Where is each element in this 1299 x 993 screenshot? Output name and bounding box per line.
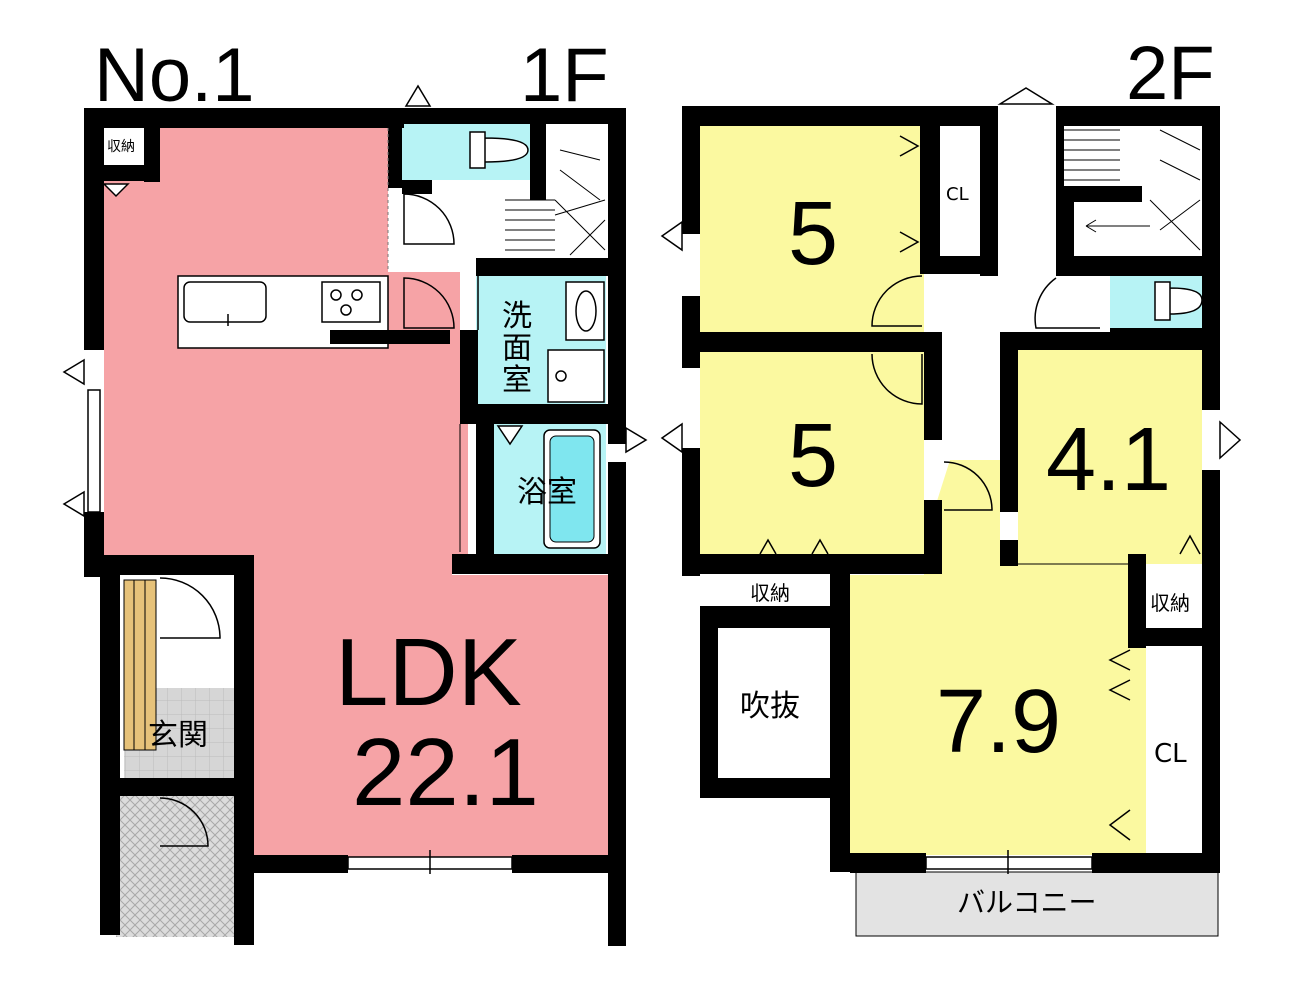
room-a-size: 5 — [788, 184, 838, 284]
room-d-size: 7.9 — [936, 672, 1061, 772]
floor-2: 2F 5 5 4.1 7.9 CL CL 収納 収納 吹抜 バルコニー — [660, 31, 1242, 937]
ldk-size: 22.1 — [352, 719, 539, 826]
balcony-label: バルコニー — [957, 886, 1096, 919]
entrance-label: 玄関 — [148, 718, 208, 753]
wash-room-label-2: 面 — [502, 331, 532, 366]
room-b — [700, 352, 924, 554]
plan-title: No.1 — [94, 33, 255, 118]
closet-a-label: CL — [946, 184, 969, 205]
ldk-label: LDK — [335, 619, 522, 726]
closet-b-label: CL — [1154, 739, 1187, 769]
sink-icon — [183, 281, 267, 323]
storage-2f-b-label: 収納 — [1150, 591, 1190, 615]
openings-1f — [62, 84, 648, 874]
void-label: 吹抜 — [740, 689, 800, 724]
floor-1-label: 1F — [520, 33, 609, 118]
washer-icon — [547, 349, 605, 403]
openings-2f — [660, 87, 1242, 874]
balcony-area — [855, 871, 1219, 937]
floor-1: No.1 1F LDK 22.1 洗 面 室 浴室 玄関 収納 — [62, 33, 648, 946]
stairs-2f — [1064, 129, 1201, 251]
porch — [116, 795, 234, 937]
stove-icon — [321, 281, 381, 323]
bath-label: 浴室 — [517, 475, 577, 510]
floor-2-label: 2F — [1126, 31, 1215, 116]
walls-1f — [84, 108, 626, 946]
room-a — [700, 125, 924, 333]
walls-2f — [682, 106, 1220, 873]
toilet-icon — [469, 131, 529, 169]
storage-1f-label: 収納 — [107, 139, 135, 155]
room-c — [1018, 350, 1202, 564]
wash-room-label-3: 室 — [502, 363, 532, 398]
storage-2f-a-label: 収納 — [750, 581, 790, 605]
wash-room-label-1: 洗 — [502, 299, 532, 334]
room-b-size: 5 — [788, 406, 838, 506]
shoe-rack — [123, 579, 157, 751]
room-c-size: 4.1 — [1046, 410, 1171, 510]
